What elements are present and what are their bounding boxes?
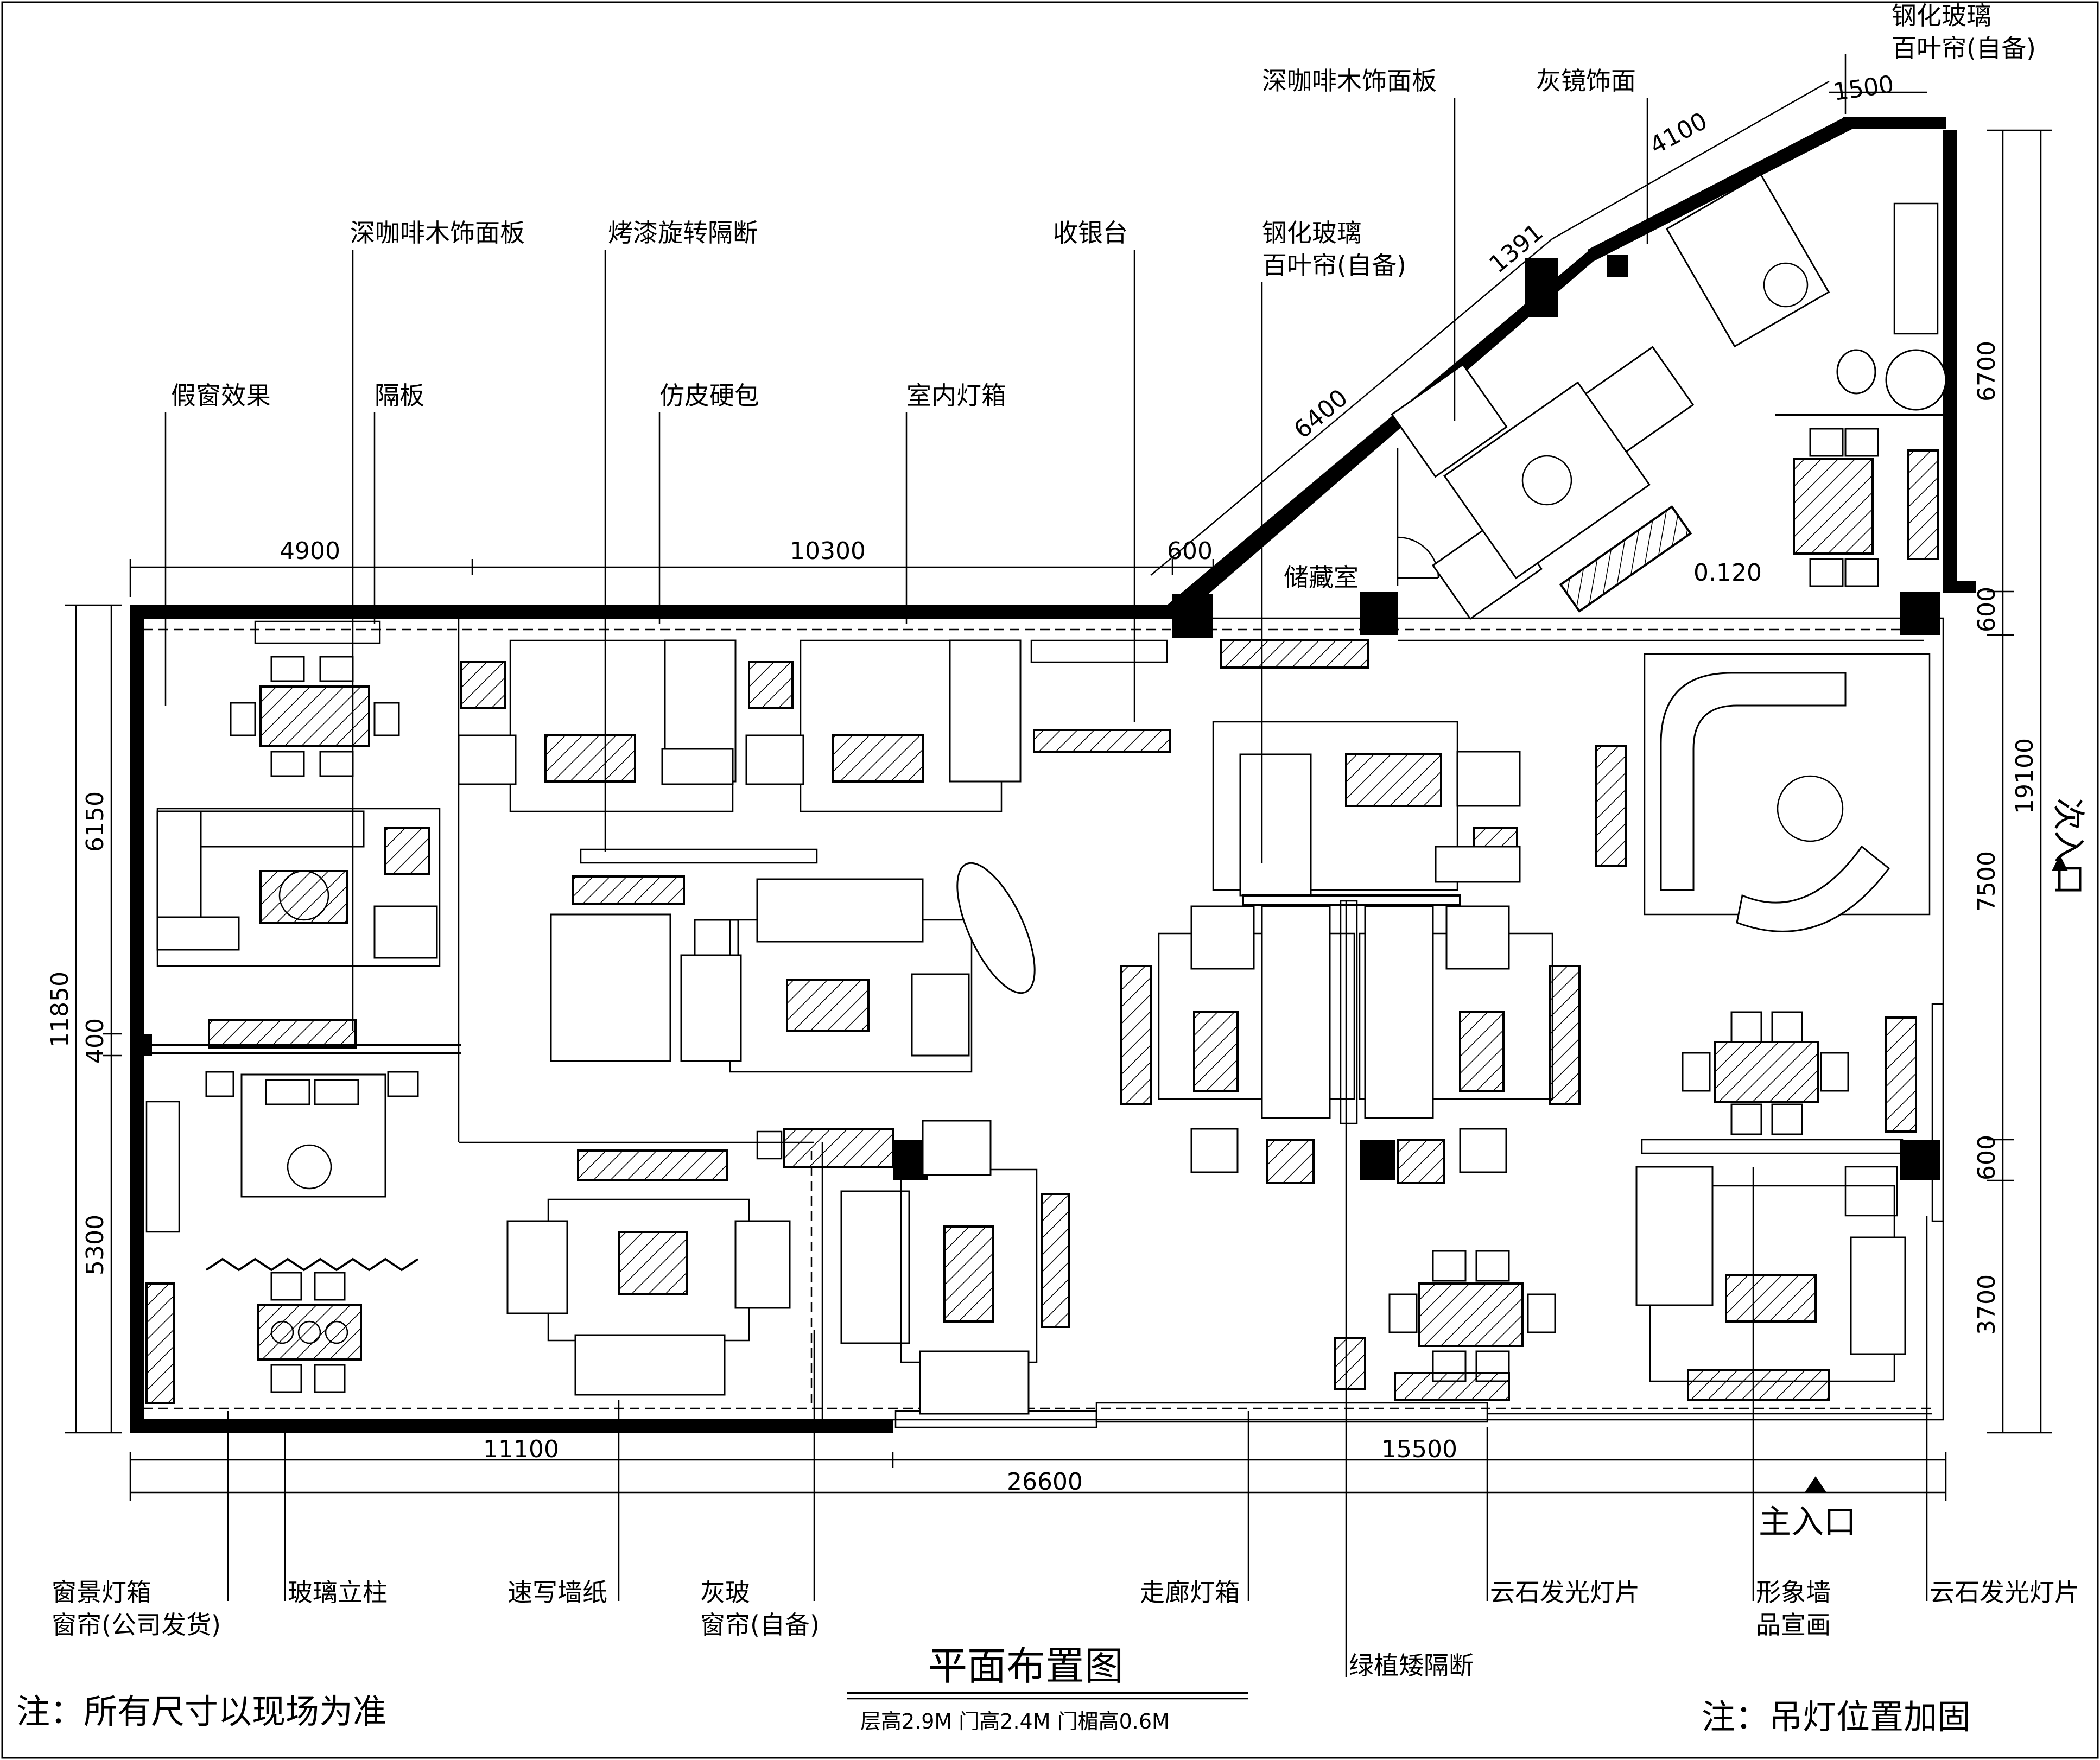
dim-400: 400 — [81, 1018, 109, 1064]
dim-4100: 4100 — [1645, 107, 1712, 160]
exterior-walls — [130, 117, 1976, 1433]
label-tempered-glass-right: 钢化玻璃 — [1892, 1, 1991, 30]
leader-lines — [164, 54, 1928, 1677]
dim-7500: 7500 — [1973, 851, 2001, 912]
label-green-partition: 绿植矮隔断 — [1349, 1651, 1474, 1680]
label-sketch-wallpaper: 速写墙纸 — [507, 1578, 607, 1607]
dim-10300: 10300 — [790, 537, 866, 565]
dim-11100: 11100 — [483, 1435, 559, 1463]
dim-4900: 4900 — [280, 537, 340, 565]
bottom-labels: 窗景灯箱 窗帘(公司发货) 玻璃立柱 速写墙纸 灰玻 窗帘(自备) 走廊灯箱 绿… — [52, 1578, 2079, 1680]
plan-title: 平面布置图 — [928, 1643, 1124, 1689]
columns — [130, 255, 1940, 1180]
label-faux-leather: 仿皮硬包 — [659, 381, 759, 410]
main-entry-arrow — [1805, 1476, 1826, 1492]
secondary-entrance-label: 次入口 — [2049, 798, 2087, 895]
top-labels: 假窗效果 深咖啡木饰面板 隔板 烤漆旋转隔断 仿皮硬包 收银台 室内灯箱 钢化玻… — [171, 1, 2036, 592]
dim-600-right-a: 600 — [1973, 587, 2001, 632]
dim-11850: 11850 — [46, 971, 74, 1047]
label-fake-window: 假窗效果 — [171, 381, 271, 410]
dim-15500: 15500 — [1381, 1435, 1457, 1463]
dim-600-top: 600 — [1167, 537, 1213, 565]
label-cloud-stone-2: 云石发光灯片 — [1930, 1578, 2079, 1607]
label-cashier: 收银台 — [1053, 218, 1128, 247]
label-deep-coffee-panel-right: 深咖啡木饰面板 — [1262, 66, 1437, 96]
note-left: 注：所有尺寸以现场为准 — [16, 1692, 386, 1731]
label-deep-coffee-panel-left: 深咖啡木饰面板 — [350, 218, 525, 247]
label-window-light-box: 窗景灯箱 — [52, 1578, 151, 1607]
dim-6700: 6700 — [1973, 341, 2001, 402]
label-brand-painting: 品宣画 — [1756, 1610, 1831, 1640]
dim-3700: 3700 — [1973, 1274, 2001, 1335]
label-storage: 储藏室 — [1284, 563, 1359, 592]
dim-6150: 6150 — [81, 791, 109, 852]
label-glass-column: 玻璃立柱 — [288, 1578, 388, 1607]
label-tempered-glass-mid: 钢化玻璃 — [1262, 218, 1362, 247]
dim-26600: 26600 — [1007, 1468, 1083, 1496]
label-light-box: 室内灯箱 — [906, 381, 1006, 410]
label-blinds-right: 百叶帘(自备) — [1892, 34, 2036, 63]
label-curtain-company: 窗帘(公司发货) — [52, 1610, 221, 1640]
label-partition-board: 隔板 — [375, 381, 424, 410]
furniture — [145, 173, 1947, 1415]
dim-1500: 1500 — [1831, 71, 1895, 106]
label-lacquer-partition: 烤漆旋转隔断 — [608, 218, 758, 247]
label-grey-mirror: 灰镜饰面 — [1536, 66, 1636, 96]
plan-subtitle: 层高2.9M 门高2.4M 门楣高0.6M — [860, 1710, 1170, 1733]
label-grey-glass: 灰玻 — [700, 1578, 750, 1607]
label-blinds-mid: 百叶帘(自备) — [1262, 251, 1406, 280]
label-image-wall: 形象墙 — [1756, 1578, 1831, 1607]
label-curtain-self: 窗帘(自备) — [700, 1610, 820, 1640]
note-right: 注：吊灯位置加固 — [1702, 1697, 1971, 1737]
dim-600-right-b: 600 — [1973, 1135, 2001, 1180]
label-corridor-light: 走廊灯箱 — [1140, 1578, 1240, 1607]
dimension-lines — [65, 80, 2052, 1501]
label-cloud-stone-1: 云石发光灯片 — [1490, 1578, 1640, 1607]
secondary-entry-arrow — [2052, 855, 2068, 871]
dining-table — [259, 685, 370, 747]
label-level: 0.120 — [1693, 559, 1762, 587]
dim-5300: 5300 — [81, 1215, 109, 1275]
main-entrance-label: 主入口 — [1759, 1503, 1856, 1541]
dim-19100: 19100 — [2011, 738, 2039, 814]
